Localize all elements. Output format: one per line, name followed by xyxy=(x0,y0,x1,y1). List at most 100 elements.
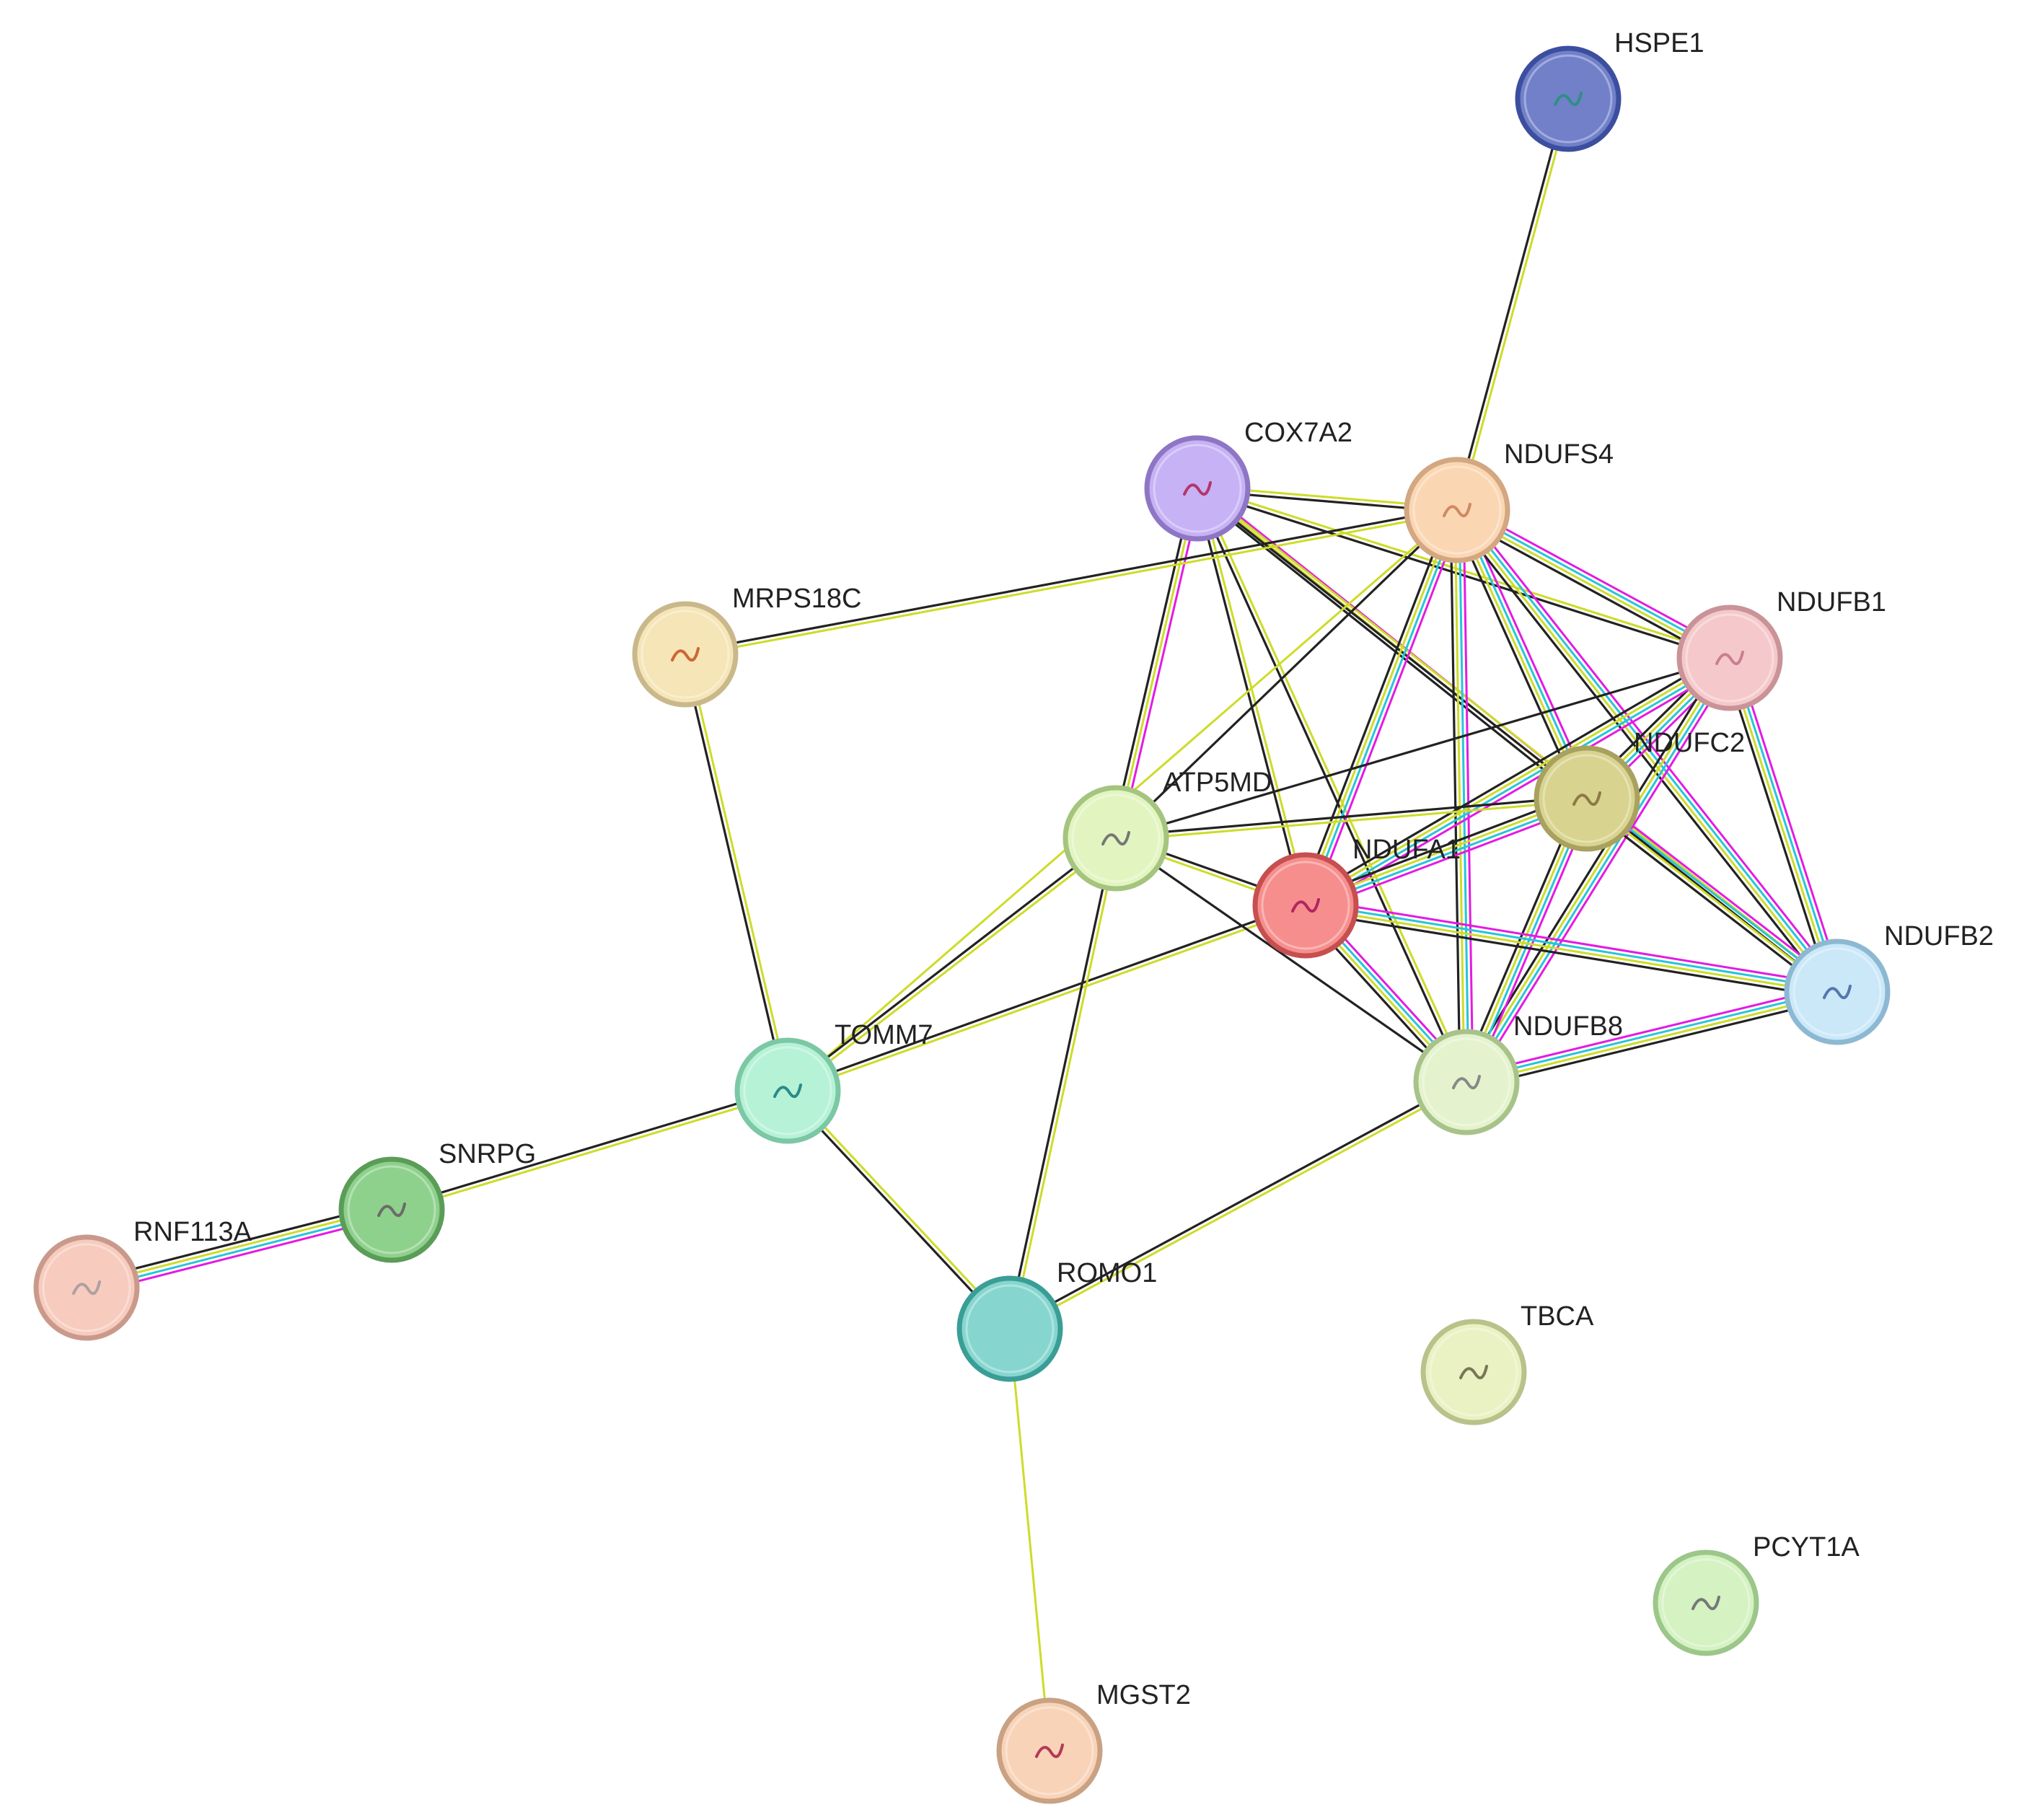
edge-strand-magenta xyxy=(1461,505,1844,989)
edge-strand-magenta xyxy=(1119,489,1203,840)
node-label-ndufb1: NDUFB1 xyxy=(1777,587,1886,617)
node-ndufb8[interactable] xyxy=(1413,1029,1520,1135)
edge-ndufb8-atp5md xyxy=(1115,837,1467,1083)
protein-structure-icon xyxy=(1183,481,1212,496)
protein-structure-icon xyxy=(1459,1365,1488,1380)
node-label-ndufs4: NDUFS4 xyxy=(1504,439,1614,470)
node-highlight xyxy=(1792,947,1882,1037)
edge-hspe1-ndufs4 xyxy=(1453,97,1572,511)
edge-strand-black xyxy=(1449,510,1461,1083)
node-pcyt1a[interactable] xyxy=(1653,1549,1759,1656)
node-tomm7[interactable] xyxy=(734,1037,841,1144)
node-label-rnf113a: RNF113A xyxy=(133,1217,252,1247)
node-highlight xyxy=(1685,613,1774,703)
edge-cox7a2-ndufb2 xyxy=(1195,485,1839,995)
node-ndufa1[interactable] xyxy=(1252,852,1359,959)
edge-strand-cyan xyxy=(1467,658,1733,1084)
node-rnf113a[interactable] xyxy=(33,1234,140,1341)
edge-strand-black xyxy=(1453,97,1567,510)
node-highlight xyxy=(1422,1037,1511,1127)
edge-ndufs4-mrps18c xyxy=(685,506,1458,658)
edge-strand-cyan xyxy=(1306,902,1838,991)
edge-strand-cyan xyxy=(1306,510,1461,907)
edge-strand-black xyxy=(1006,838,1115,1329)
node-highlight xyxy=(641,610,730,699)
edge-strand-yellow xyxy=(392,1091,789,1213)
node-highlight xyxy=(743,1046,832,1135)
edge-ndufc2-atp5md xyxy=(1115,795,1588,842)
edge-ndufs4-atp5md xyxy=(1114,509,1459,840)
edge-strand-yellow xyxy=(1305,906,1837,995)
protein-structure-icon xyxy=(1443,503,1471,518)
node-label-cox7a2: COX7A2 xyxy=(1244,418,1352,448)
node-ndufb1[interactable] xyxy=(1676,605,1783,711)
node-highlight xyxy=(1071,793,1161,883)
edge-strand-black xyxy=(390,1087,788,1209)
edge-strand-black xyxy=(786,902,1306,1090)
edge-romo1-mgst2 xyxy=(1008,1328,1051,1751)
protein-structure-icon xyxy=(1554,92,1583,107)
edge-strand-cyan xyxy=(1458,508,1840,992)
edge-strand-black xyxy=(1450,512,1583,802)
edge-strand-yellow xyxy=(788,839,1118,1094)
edge-strand-cyan xyxy=(1465,988,1837,1081)
node-highlight xyxy=(1542,754,1632,843)
node-label-pcyt1a: PCYT1A xyxy=(1753,1532,1860,1562)
node-mrps18c[interactable] xyxy=(632,601,739,708)
node-ndufs4[interactable] xyxy=(1404,457,1510,563)
node-snrpg[interactable] xyxy=(338,1156,445,1263)
protein-structure-icon xyxy=(1715,651,1744,666)
edge-atp5md-romo1 xyxy=(1006,838,1119,1329)
edge-strand-black xyxy=(786,835,1116,1090)
protein-structure-icon xyxy=(773,1083,802,1099)
edge-cox7a2-atp5md xyxy=(1110,487,1203,840)
edge-strand-black xyxy=(1304,910,1836,1000)
edge-ndufs4-ndufb2 xyxy=(1451,505,1844,997)
edge-ndufa1-tomm7 xyxy=(786,902,1307,1094)
node-ndufc2[interactable] xyxy=(1534,745,1640,852)
edge-strand-cyan xyxy=(1730,656,1841,992)
edge-strand-yellow xyxy=(1302,509,1456,905)
edge-strand-yellow xyxy=(788,906,1307,1094)
edge-ndufs4-ndufa1 xyxy=(1298,507,1464,908)
node-highlight xyxy=(1412,465,1502,555)
edge-ndufa1-ndufb2 xyxy=(1304,897,1839,1000)
protein-structure-icon xyxy=(1452,1075,1481,1090)
edge-strand-black xyxy=(1115,795,1587,838)
edge-strand-cyan xyxy=(1306,659,1732,908)
edge-atp5md-tomm7 xyxy=(786,835,1118,1094)
node-ndufb2[interactable] xyxy=(1784,938,1891,1045)
node-tbca[interactable] xyxy=(1420,1319,1527,1425)
node-label-ndufb2: NDUFB2 xyxy=(1884,921,1994,951)
protein-structure-icon xyxy=(377,1203,406,1218)
node-highlight xyxy=(1261,861,1350,950)
node-cox7a2[interactable] xyxy=(1144,435,1251,542)
edge-strand-black xyxy=(1451,513,1834,997)
edge-strand-black xyxy=(785,1091,1009,1332)
edge-strand-black xyxy=(1194,491,1585,803)
protein-structure-icon xyxy=(1035,1744,1064,1759)
node-highlight xyxy=(1523,54,1613,144)
edge-strand-yellow xyxy=(685,511,1458,658)
node-atp5md[interactable] xyxy=(1063,785,1169,892)
edge-strand-yellow xyxy=(1114,488,1199,839)
edge-strand-black xyxy=(1722,659,1832,995)
edge-strand-yellow xyxy=(1011,838,1119,1329)
node-label-mgst2: MGST2 xyxy=(1096,1680,1191,1710)
edge-strand-black xyxy=(1115,837,1467,1083)
node-romo1[interactable] xyxy=(956,1275,1063,1382)
node-label-tbca: TBCA xyxy=(1521,1301,1594,1332)
node-mgst2[interactable] xyxy=(996,1697,1103,1804)
edge-strand-magenta xyxy=(1464,984,1836,1077)
edge-tomm7-romo1 xyxy=(785,1088,1013,1332)
edge-strand-black xyxy=(685,506,1457,654)
edge-strand-yellow xyxy=(1726,658,1836,993)
protein-structure-icon xyxy=(1572,791,1601,806)
edge-strand-magenta xyxy=(1462,509,1474,1082)
node-hspe1[interactable] xyxy=(1515,45,1622,152)
node-label-ndufc2: NDUFC2 xyxy=(1634,728,1745,758)
edge-mrps18c-tomm7 xyxy=(682,653,791,1092)
edge-strand-yellow xyxy=(686,653,791,1091)
edge-ndufb1-ndufb2 xyxy=(1722,655,1844,995)
edge-strand-yellow xyxy=(1116,799,1588,842)
